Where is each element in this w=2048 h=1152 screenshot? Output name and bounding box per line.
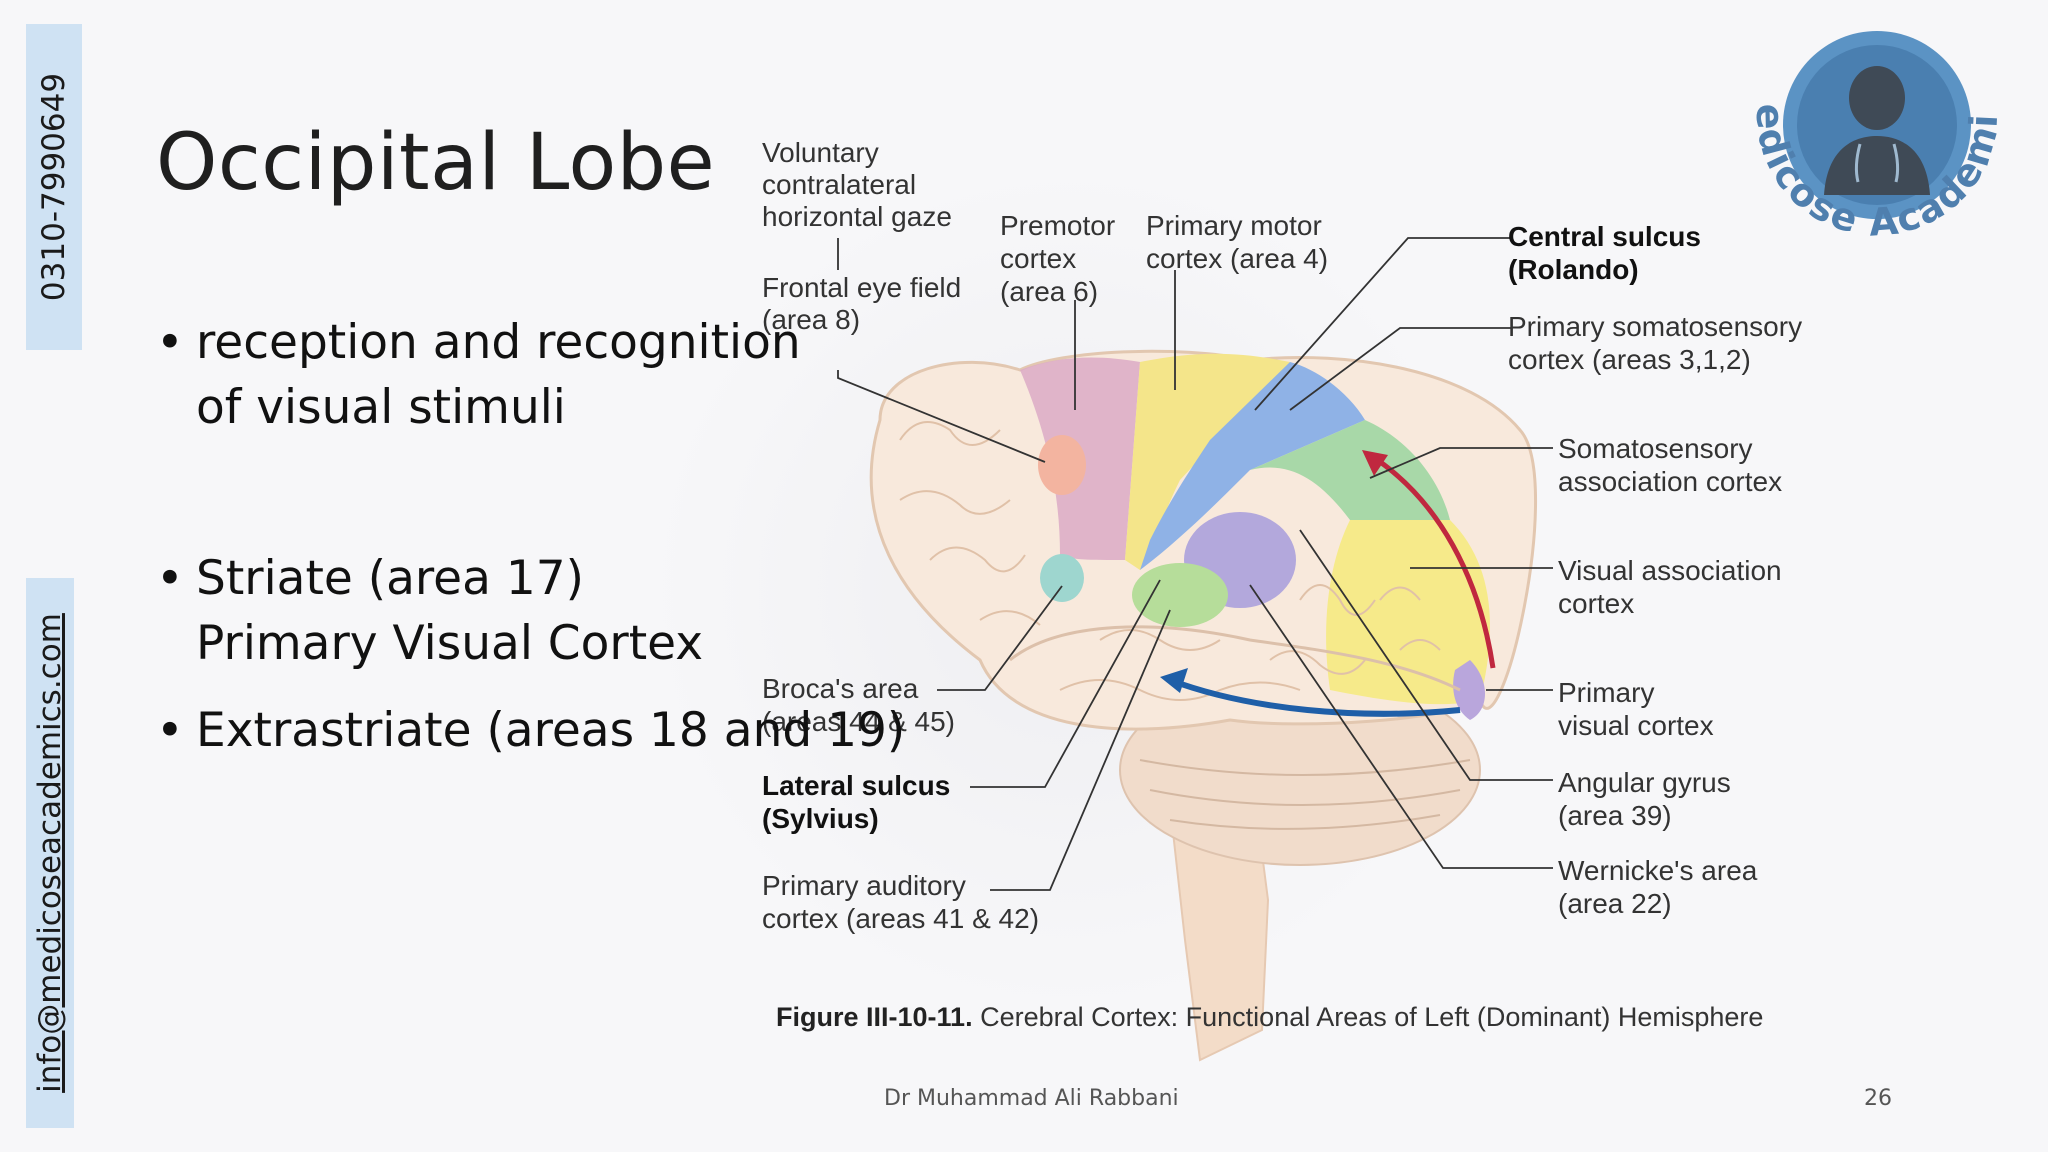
- figure-caption: Figure III-10-11. Cerebral Cortex: Funct…: [776, 1002, 1763, 1032]
- slide-title: Occipital Lobe: [156, 118, 716, 208]
- gyri-lines: [899, 421, 1441, 701]
- bullet-line: reception and recognition: [196, 315, 801, 370]
- label-angular: Angular gyrus(area 39): [1558, 767, 1731, 831]
- bullet-line: Primary Visual Cortex: [196, 616, 704, 671]
- label-fef: Frontal eye field(area 8): [762, 272, 961, 335]
- motor-area: [1125, 353, 1290, 570]
- leader-lines: [837, 237, 1553, 891]
- somato-assoc-area: [1250, 420, 1450, 520]
- blue-arrow: [1168, 677, 1461, 717]
- footer-author: Dr Muhammad Ali Rabbani: [884, 1086, 1179, 1111]
- somatosensory-area: [1140, 362, 1365, 570]
- frontal-eye-field: [1038, 435, 1086, 495]
- doctor-avatar-icon: [1824, 66, 1930, 195]
- auditory-area: [1132, 563, 1228, 627]
- label-lateral-sulcus: Lateral sulcus(Sylvius): [762, 770, 950, 834]
- medicose-logo: Medicose Academics: [1732, 20, 2005, 245]
- bullet-line: Striate (area 17): [196, 551, 584, 606]
- page-number: 26: [1864, 1086, 1892, 1111]
- red-arrow: [1368, 452, 1496, 669]
- label-wernicke: Wernicke's area(area 22): [1558, 855, 1758, 919]
- bullet-glyph: •: [156, 315, 184, 370]
- phone-tab: 0310-7990649: [26, 24, 82, 350]
- label-broca: Broca's area(areas 44 & 45): [762, 673, 955, 737]
- broca-area: [1040, 554, 1084, 602]
- bullet-glyph: •: [156, 703, 184, 758]
- bullet-line: Extrastriate (areas 18 and 19): [196, 703, 906, 758]
- label-central-sulcus: Central sulcus(Rolando): [1508, 221, 1701, 285]
- bullet-glyph: •: [156, 551, 184, 606]
- primary-visual-area: [1453, 660, 1485, 720]
- bullet-line: of visual stimuli: [196, 380, 566, 435]
- email-tab: info@medicoseacademics.com: [26, 578, 74, 1128]
